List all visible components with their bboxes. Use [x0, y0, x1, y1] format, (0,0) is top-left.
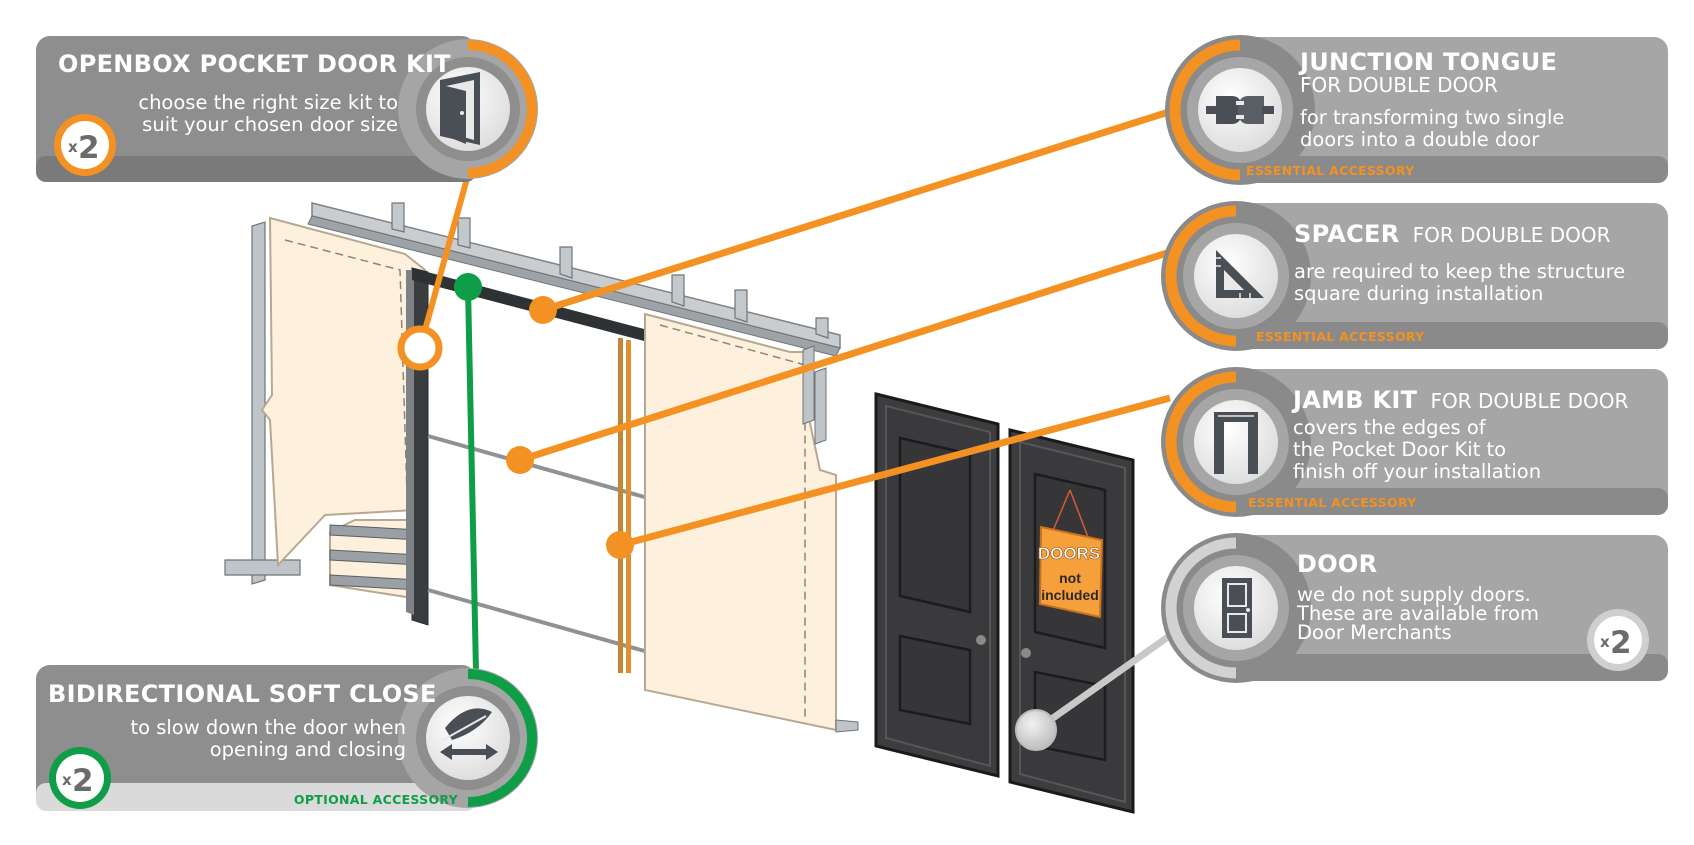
door-line2: These are available from	[1296, 602, 1539, 625]
callout-spacer: SPACER FOR DOUBLE DOOR are required to k…	[1161, 201, 1668, 351]
callout-soft-close: BIDIRECTIONAL SOFT CLOSE to slow down th…	[36, 665, 538, 811]
jamb-title-sub: FOR DOUBLE DOOR	[1430, 389, 1628, 413]
door-line1: we do not supply doors.	[1297, 583, 1531, 606]
door-frame-glyph	[1214, 412, 1258, 474]
sign-line-doors: DOORS	[1038, 544, 1100, 563]
softclose-badge-x: x	[62, 771, 72, 789]
kit-line1: choose the right size kit to	[138, 91, 398, 114]
callout-pocket-door-kit: OPENBOX POCKET DOOR KIT choose the right…	[36, 36, 538, 182]
jamb-marker	[606, 531, 634, 559]
door-glyph	[1222, 578, 1252, 638]
jamb-title-main: JAMB KIT	[1291, 386, 1418, 414]
door-badge-n: 2	[1610, 625, 1632, 661]
feather-glyph	[440, 708, 498, 760]
softclose-line1: to slow down the door when	[130, 716, 406, 739]
kit-marker	[397, 325, 443, 371]
spacer-title-sub: FOR DOUBLE DOOR	[1413, 223, 1611, 247]
jamb-line2: the Pocket Door Kit to	[1293, 438, 1506, 461]
callout-door: DOOR we do not supply doors. These are a…	[1161, 533, 1668, 683]
jamb-title: JAMB KIT FOR DOUBLE DOOR	[1291, 386, 1628, 414]
doors-not-included-sign: DOORS not included	[1038, 489, 1104, 619]
door-title: DOOR	[1297, 550, 1377, 578]
callout-junction-tongue: JUNCTION TONGUE FOR DOUBLE DOOR for tran…	[1165, 35, 1668, 185]
set-square-glyph	[1216, 250, 1264, 298]
kit-badge-x: x	[68, 138, 78, 156]
softclose-connector	[465, 286, 479, 673]
kit-connector	[417, 174, 471, 349]
door-connector	[1033, 622, 1188, 733]
callout-jamb-kit: JAMB KIT FOR DOUBLE DOOR covers the edge…	[1161, 367, 1668, 517]
pocket-door-glyph	[440, 72, 480, 145]
spacer-line2: square during installation	[1294, 282, 1543, 305]
jamb-line3: finish off your installation	[1293, 460, 1541, 483]
spacer-connector	[518, 248, 1172, 464]
junction-title: JUNCTION TONGUE	[1298, 48, 1557, 76]
jamb-connector	[619, 394, 1171, 549]
spacer-marker	[506, 446, 534, 474]
junction-subtitle: FOR DOUBLE DOOR	[1300, 73, 1498, 97]
pocket-door-frame	[224, 202, 859, 733]
softclose-footer: OPTIONAL ACCESSORY	[294, 792, 459, 807]
junction-footer: ESSENTIAL ACCESSORY	[1246, 163, 1415, 178]
softclose-badge-n: 2	[72, 763, 94, 799]
door-badge-x: x	[1600, 633, 1610, 651]
jamb-line1: covers the edges of	[1293, 416, 1487, 439]
kit-badge-n: 2	[78, 130, 100, 166]
feather-arrows-icon	[426, 696, 510, 780]
junction-line1: for transforming two single	[1300, 106, 1564, 129]
sign-line-included: included	[1041, 587, 1099, 603]
jamb-footer: ESSENTIAL ACCESSORY	[1248, 495, 1417, 510]
junction-connector	[541, 106, 1177, 314]
spacer-title-main: SPACER	[1294, 220, 1400, 248]
kit-title: OPENBOX POCKET DOOR KIT	[58, 50, 451, 78]
softclose-marker	[454, 273, 482, 301]
door-line3: Door Merchants	[1297, 621, 1452, 644]
junction-line2: doors into a double door	[1300, 128, 1540, 151]
spacer-footer: ESSENTIAL ACCESSORY	[1256, 329, 1425, 344]
spacer-title: SPACER FOR DOUBLE DOOR	[1294, 220, 1611, 248]
door-marker	[1015, 709, 1057, 751]
kit-line2: suit your chosen door size	[142, 113, 398, 136]
sign-line-not: not	[1059, 570, 1081, 586]
spacer-line1: are required to keep the structure	[1294, 260, 1625, 283]
softclose-line2: opening and closing	[210, 738, 406, 761]
plug-glyph	[1206, 96, 1274, 124]
connector-lines	[397, 106, 1188, 751]
softclose-title: BIDIRECTIONAL SOFT CLOSE	[48, 680, 437, 708]
junction-marker	[529, 296, 557, 324]
